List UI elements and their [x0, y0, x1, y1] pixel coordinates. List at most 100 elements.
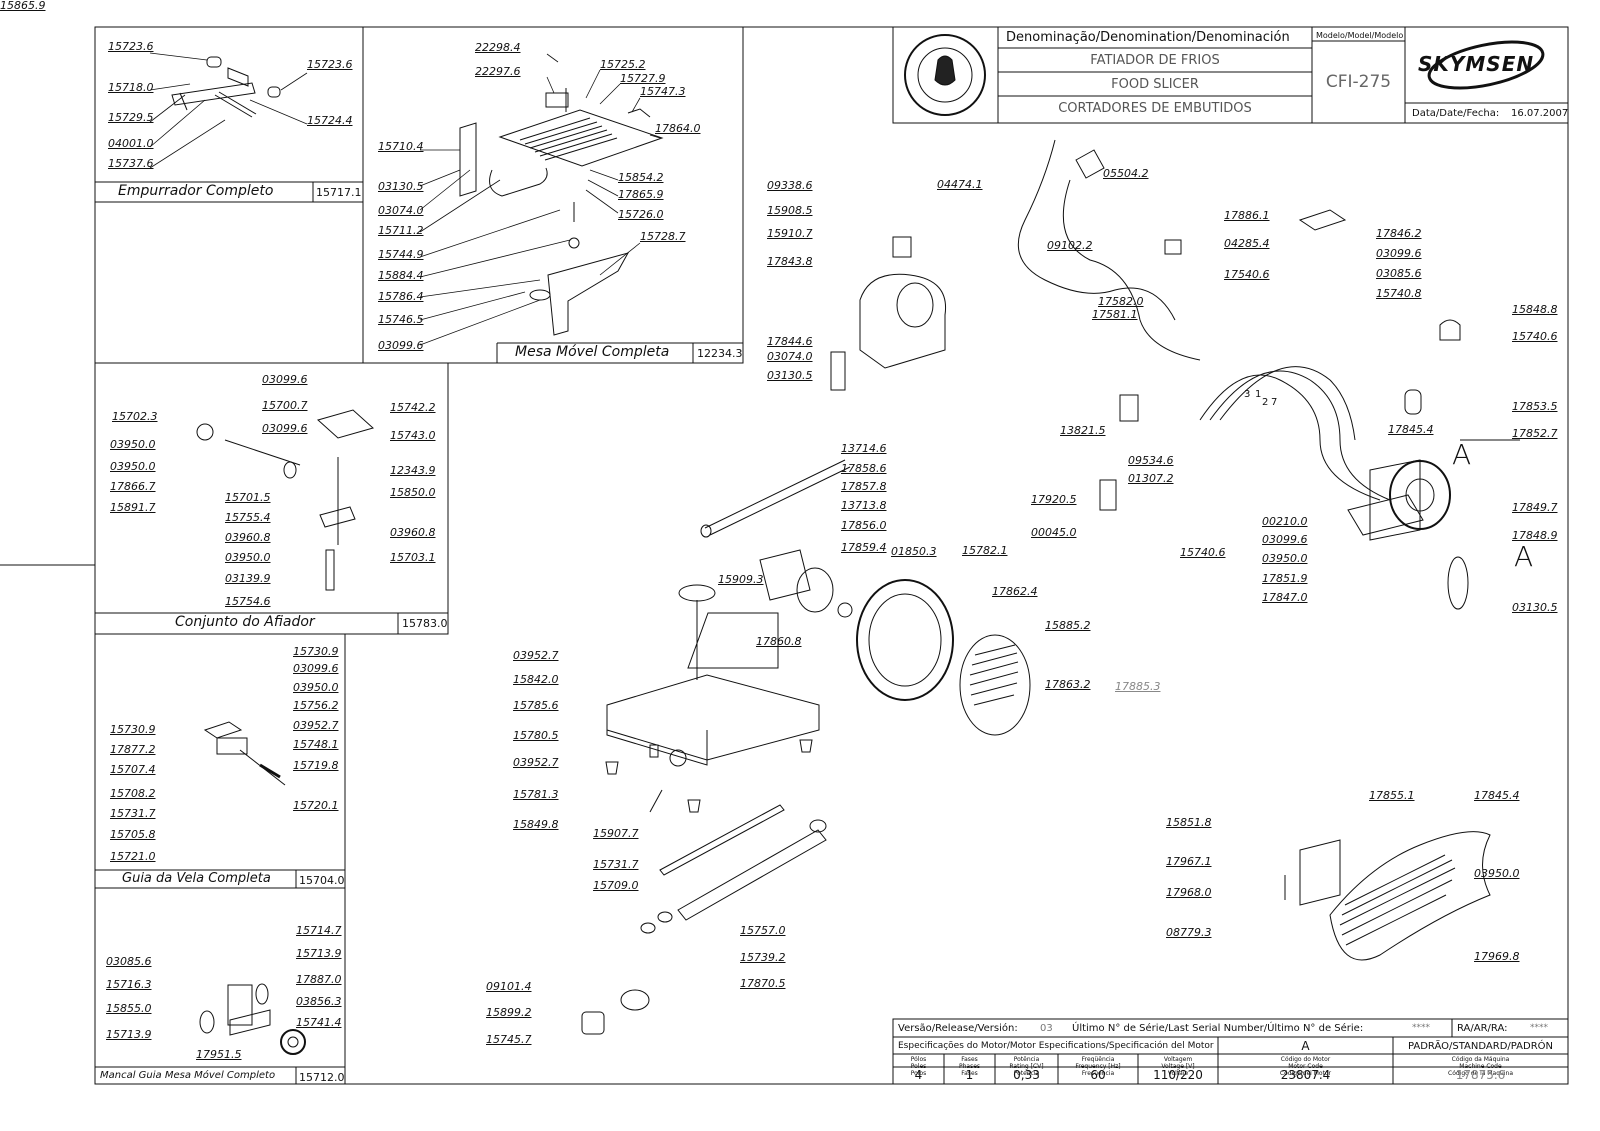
- part-label: 04474.1: [937, 178, 983, 191]
- model-header: Modelo/Model/Modelo: [1316, 31, 1404, 40]
- footer-col-value: 110/220: [1153, 1068, 1203, 1082]
- section-title-afiador: Conjunto do Afiador: [175, 614, 315, 630]
- part-label: 17859.4: [841, 541, 887, 554]
- part-label: 17852.7: [1512, 427, 1558, 440]
- motor-class: A: [1301, 1039, 1310, 1053]
- part-label: 03130.5: [1512, 601, 1558, 614]
- part-label: 17851.9: [1262, 572, 1308, 585]
- part-label: 22298.4: [475, 41, 521, 54]
- motor-wiring: [1017, 139, 1520, 961]
- part-label: 00045.0: [1031, 526, 1077, 539]
- motor-spec-label: Especificações do Motor/Motor Especifica…: [898, 1041, 1214, 1051]
- part-label: 15729.5: [108, 111, 154, 124]
- part-label: 03950.0: [1474, 867, 1520, 880]
- part-label: 17843.8: [767, 255, 813, 268]
- part-label: 03130.5: [378, 180, 424, 193]
- part-label: 15865.9: [0, 0, 46, 12]
- name-en: FOOD SLICER: [1111, 77, 1199, 92]
- part-label: 15719.8: [293, 759, 339, 772]
- part-label: 15740.6: [1512, 330, 1558, 343]
- part-label: 15702.3: [112, 410, 158, 423]
- part-label: 15885.2: [1045, 619, 1091, 632]
- part-label: 15700.7: [262, 399, 308, 412]
- section-code-mancal: 15712.0: [299, 1071, 345, 1084]
- ra-label: RA/AR/RA:: [1457, 1023, 1508, 1034]
- part-label: 15854.2: [618, 171, 664, 184]
- part-label: 17845.4: [1388, 423, 1434, 436]
- footer-col-header: Potência Rating [CV] Potencia: [1009, 1056, 1044, 1077]
- part-label: 17849.7: [1512, 501, 1558, 514]
- part-label: 17866.7: [110, 480, 156, 493]
- part-label: 15703.1: [390, 551, 436, 564]
- part-label: 15723.6: [108, 40, 154, 53]
- part-label: 17951.5: [196, 1048, 242, 1061]
- part-label: 03952.7: [513, 756, 559, 769]
- part-label: 13821.5: [1060, 424, 1106, 437]
- part-label: 17540.6: [1224, 268, 1270, 281]
- part-label: 15740.6: [1180, 546, 1226, 559]
- part-label: 03960.8: [225, 531, 271, 544]
- part-label: 17848.9: [1512, 529, 1558, 542]
- part-label: 17853.5: [1512, 400, 1558, 413]
- part-label: 17864.0: [655, 122, 701, 135]
- part-label: 15710.4: [378, 140, 424, 153]
- part-label: 15711.2: [378, 224, 424, 237]
- frame-mancal: [94, 887, 346, 1085]
- serial-label: Último N° de Série/Last Serial Number/Úl…: [1072, 1023, 1364, 1034]
- terminal-number: 1: [1255, 389, 1262, 400]
- footer-col-value: 4: [914, 1068, 923, 1082]
- model-value: CFI-275: [1325, 72, 1392, 92]
- part-label: 15728.7: [640, 230, 686, 243]
- section-code-guia: 15704.0: [299, 874, 345, 887]
- part-label: 01850.3: [891, 545, 937, 558]
- section-mark: A: [1452, 438, 1472, 471]
- leader-lines: [149, 52, 661, 346]
- part-label: 15748.1: [293, 738, 339, 751]
- section-title-guia: Guia da Vela Completa: [122, 871, 271, 886]
- date-label: Data/Date/Fecha:: [1412, 108, 1500, 119]
- part-label: 15726.0: [618, 208, 664, 221]
- part-label: 15740.8: [1376, 287, 1422, 300]
- part-label: 15785.6: [513, 699, 559, 712]
- section-title-empurrador: Empurrador Completo: [118, 183, 274, 199]
- section-code-afiador: 15783.0: [402, 617, 448, 630]
- part-label: 15709.0: [593, 879, 639, 892]
- part-label: 17855.1: [1369, 789, 1415, 802]
- part-label: 15747.3: [640, 85, 686, 98]
- part-label: 15780.5: [513, 729, 559, 742]
- base-parts: [581, 612, 827, 1035]
- date-value: 16.07.2007: [1511, 108, 1569, 119]
- part-label: 17847.0: [1262, 591, 1308, 604]
- part-label: 15744.9: [378, 248, 424, 261]
- part-label: 15742.2: [390, 401, 436, 414]
- terminal-number: 2: [1262, 397, 1269, 408]
- part-label: 03074.0: [378, 204, 424, 217]
- part-label: 03099.6: [1262, 533, 1308, 546]
- part-label: 17920.5: [1031, 493, 1077, 506]
- name-pt: FATIADOR DE FRIOS: [1090, 53, 1220, 68]
- part-label: 03950.0: [110, 438, 156, 451]
- part-label: 13713.8: [841, 499, 887, 512]
- part-label: 09101.4: [486, 980, 532, 993]
- part-label: 15713.9: [106, 1028, 152, 1041]
- part-label: 03952.7: [293, 719, 339, 732]
- part-label: 15723.6: [307, 58, 353, 71]
- part-label: 03074.0: [767, 350, 813, 363]
- footer-col-value: 60: [1090, 1068, 1106, 1082]
- part-label: 17865.9: [618, 188, 664, 201]
- part-label: 17886.1: [1224, 209, 1270, 222]
- part-label: 15731.7: [593, 858, 639, 871]
- part-label: 17845.4: [1474, 789, 1520, 802]
- denomination-header: Denominação/Denomination/Denominación: [1006, 30, 1290, 45]
- part-label: 22297.6: [475, 65, 521, 78]
- part-label: 04001.0: [108, 137, 154, 150]
- part-label: 15899.2: [486, 1006, 532, 1019]
- part-label: 15724.4: [307, 114, 353, 127]
- part-label: 15714.7: [296, 924, 342, 937]
- part-label: 03960.8: [390, 526, 436, 539]
- version-label: Versão/Release/Versión:: [898, 1023, 1018, 1034]
- part-label: 15721.0: [110, 850, 156, 863]
- part-label: 15848.8: [1512, 303, 1558, 316]
- part-label: 15884.4: [378, 269, 424, 282]
- part-label: 03099.6: [378, 339, 424, 352]
